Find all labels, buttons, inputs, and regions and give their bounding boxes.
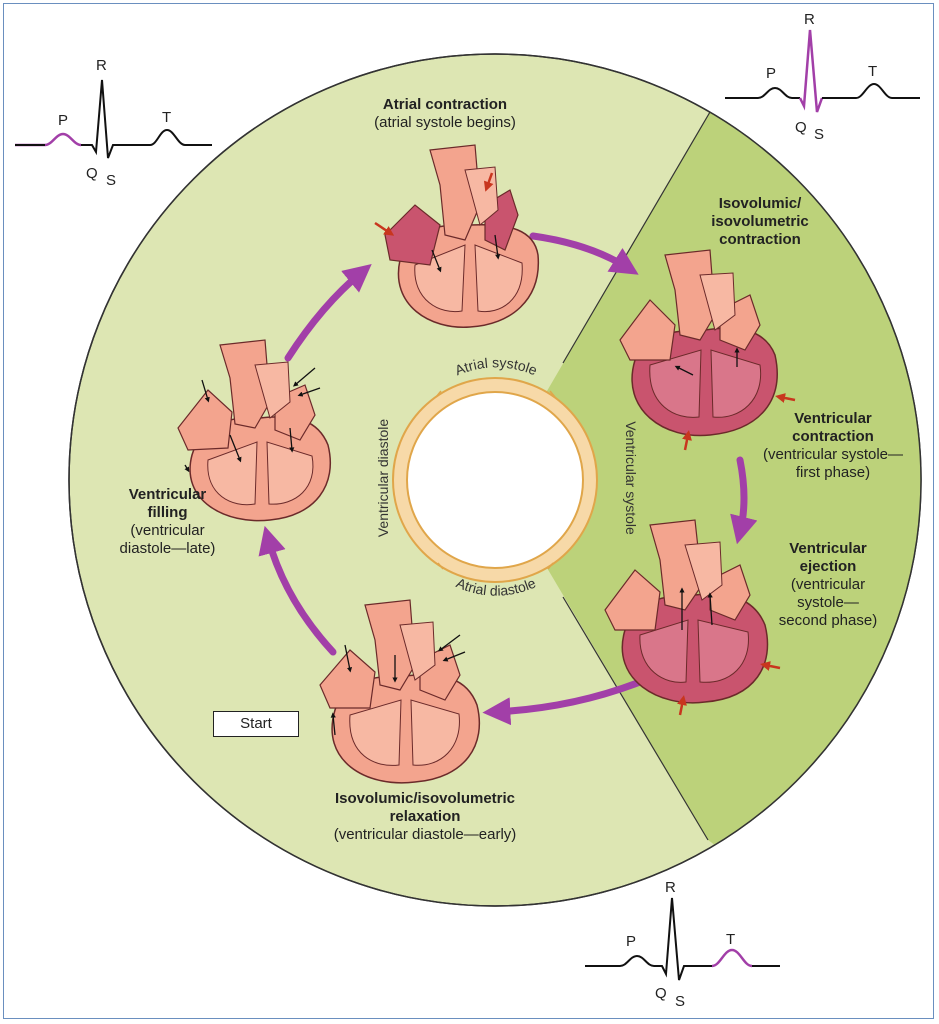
sector-divider-bottom [562,596,709,841]
ecg-bottom-right: P R Q S T [585,879,780,1010]
ecg-br-p: P [626,933,636,950]
ecg-tr-r: R [804,11,815,28]
ecg-tr-t: T [868,63,877,80]
ecg-tl-s: S [106,172,116,189]
arrow-atrial-to-isovolumic [529,232,639,275]
ecg-br-s: S [675,993,685,1010]
ecg-tl-r: R [96,57,107,74]
ring-label-ventricular-diastole: Ventricular diastole [375,419,391,538]
ecg-tl-q: Q [86,165,98,182]
ecg-tr-p: P [766,65,776,82]
sector-divider-top [562,111,711,364]
arrow-isovolumic-to-ejection [730,456,758,545]
ecg-top-right: P R Q S T [725,11,920,143]
label-ventricular-filling: Ventricular filling (ventricular diastol… [119,486,216,557]
arrow-relaxation-to-filling [258,525,337,656]
arrow-ejection-to-relaxation [482,676,649,726]
label-ventricular-ejection: Ventricular ejection (ventricular systol… [778,540,878,629]
heart-ventricular-ejection [604,519,781,716]
central-hole [406,391,584,569]
label-isovolumic-contraction: Isovolumic/ isovolumetric contraction [711,195,809,248]
figure-frame [3,3,934,1019]
ecg-tl-p: P [58,112,68,129]
label-ventricular-contraction: Ventricular contraction (ventricular sys… [762,410,904,481]
ecg-br-q: Q [655,985,667,1002]
start-box: Start [213,711,299,737]
cycle-arrows [258,232,758,726]
heart-atrial-contraction [374,144,540,328]
arrow-filling-to-atrial [284,263,372,362]
ecg-top-left: P R Q S T [15,57,212,189]
ecg-br-t: T [726,931,735,948]
label-atrial-contraction: Atrial contraction (atrial systole begin… [374,96,516,131]
ring-label-ventricular-systole: Ventricular systole [623,421,639,535]
label-isovolumic-relaxation: Isovolumic/isovolumetric relaxation (ven… [333,790,517,843]
heart-isovolumic-contraction [619,249,796,451]
ecg-tr-s: S [814,126,824,143]
ecg-tr-q: Q [795,119,807,136]
heart-isovolumic-relaxation [319,599,481,784]
ecg-br-r: R [665,879,676,896]
ecg-tl-t: T [162,109,171,126]
heart-ventricular-filling [177,339,332,522]
